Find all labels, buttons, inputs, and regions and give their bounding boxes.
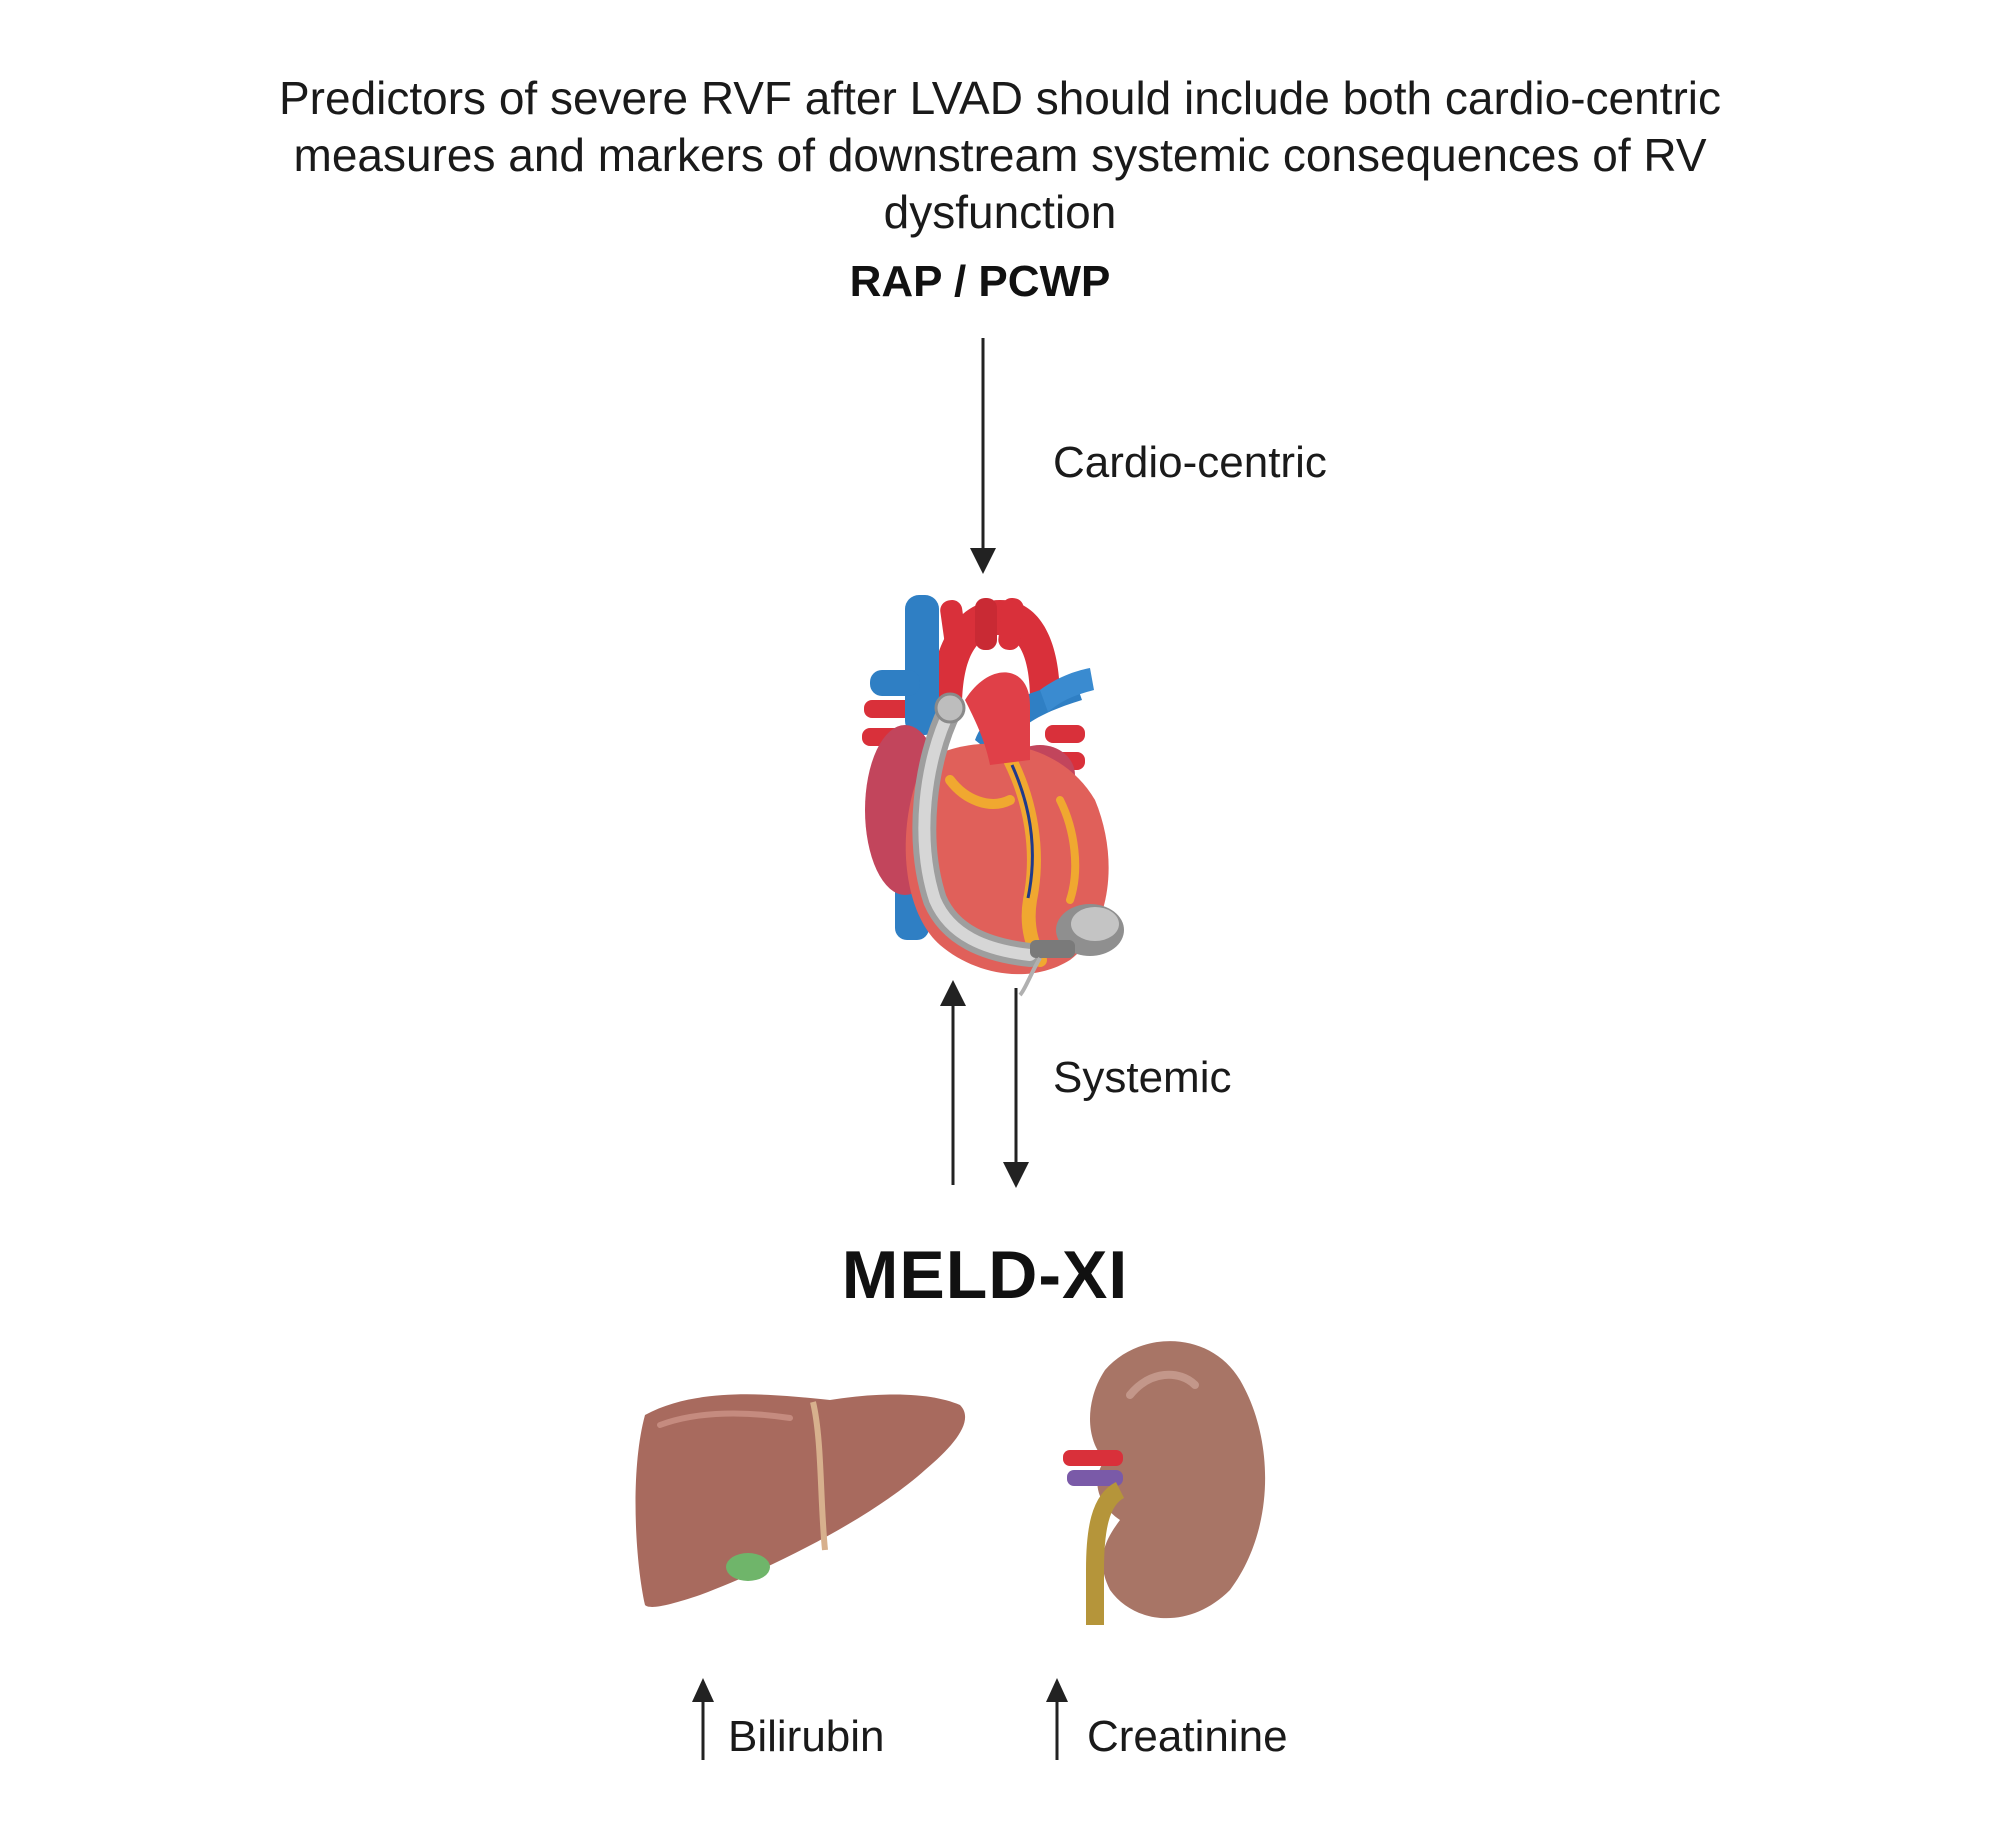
bilirubin-label: Bilirubin xyxy=(728,1712,885,1761)
rap-pcwp-label: RAP / PCWP xyxy=(849,257,1111,306)
heart-with-lvad-icon xyxy=(862,595,1124,997)
systemic-label: Systemic xyxy=(1053,1053,1232,1102)
liver-icon xyxy=(635,1394,966,1607)
cardio-centric-label: Cardio-centric xyxy=(1053,438,1327,487)
creatinine-label: Creatinine xyxy=(1087,1712,1288,1761)
bilirubin-arrow-up-icon xyxy=(692,1678,714,1760)
systemic-arrow-up-icon xyxy=(940,980,966,1185)
creatinine-arrow-up-icon xyxy=(1046,1678,1068,1760)
cardio-arrow-down-icon xyxy=(970,338,996,574)
meld-xi-label: MELD-XI xyxy=(841,1237,1129,1313)
diagram-title: Predictors of severe RVF after LVAD shou… xyxy=(0,70,2000,241)
title-line-2: measures and markers of downstream syste… xyxy=(293,129,1707,181)
title-line-3: dysfunction xyxy=(883,186,1117,238)
kidney-icon xyxy=(1063,1341,1266,1625)
title-line-1: Predictors of severe RVF after LVAD shou… xyxy=(278,72,1721,124)
systemic-arrow-down-icon xyxy=(1003,988,1029,1188)
